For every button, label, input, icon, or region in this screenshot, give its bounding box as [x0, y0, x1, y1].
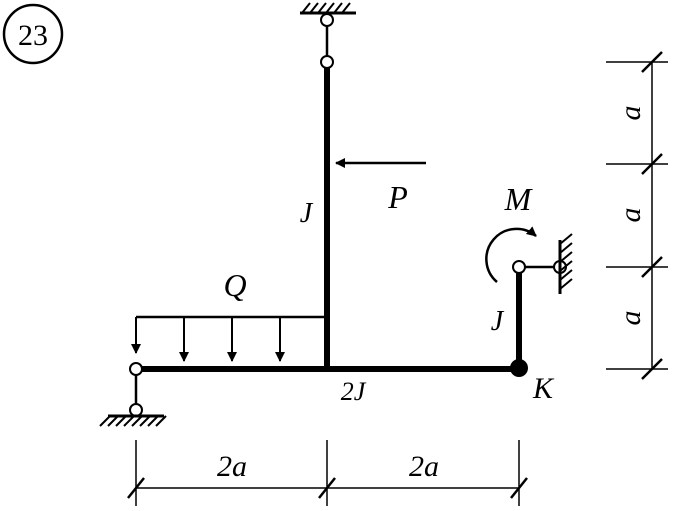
dim-v-1: a	[614, 106, 647, 121]
top-support	[300, 2, 356, 69]
dim-h-2: 2a	[409, 450, 439, 483]
load-q-label: Q	[223, 267, 246, 303]
stiffness-column-label: J	[300, 198, 314, 229]
force-p: P	[335, 158, 426, 215]
point-k-label: K	[532, 372, 555, 405]
vertical-dimensions: a a a	[606, 51, 668, 380]
dim-v-2: a	[614, 208, 647, 223]
horizontal-dimensions: 2a 2a	[127, 440, 528, 506]
node-k	[510, 359, 528, 377]
dim-v-3: a	[614, 311, 647, 326]
bottom-left-support	[99, 362, 167, 427]
problem-number-badge: 23	[2, 3, 64, 65]
right-support	[512, 233, 573, 294]
moment-m-label: M	[504, 181, 534, 217]
dim-h-1: 2a	[217, 450, 247, 483]
problem-number: 23	[18, 19, 48, 52]
stiffness-post-label: J	[491, 306, 505, 337]
force-p-label: P	[387, 179, 408, 215]
moment-m: M	[485, 181, 537, 283]
stiffness-beam-label: 2J	[341, 377, 367, 406]
distributed-load: Q	[131, 267, 327, 362]
